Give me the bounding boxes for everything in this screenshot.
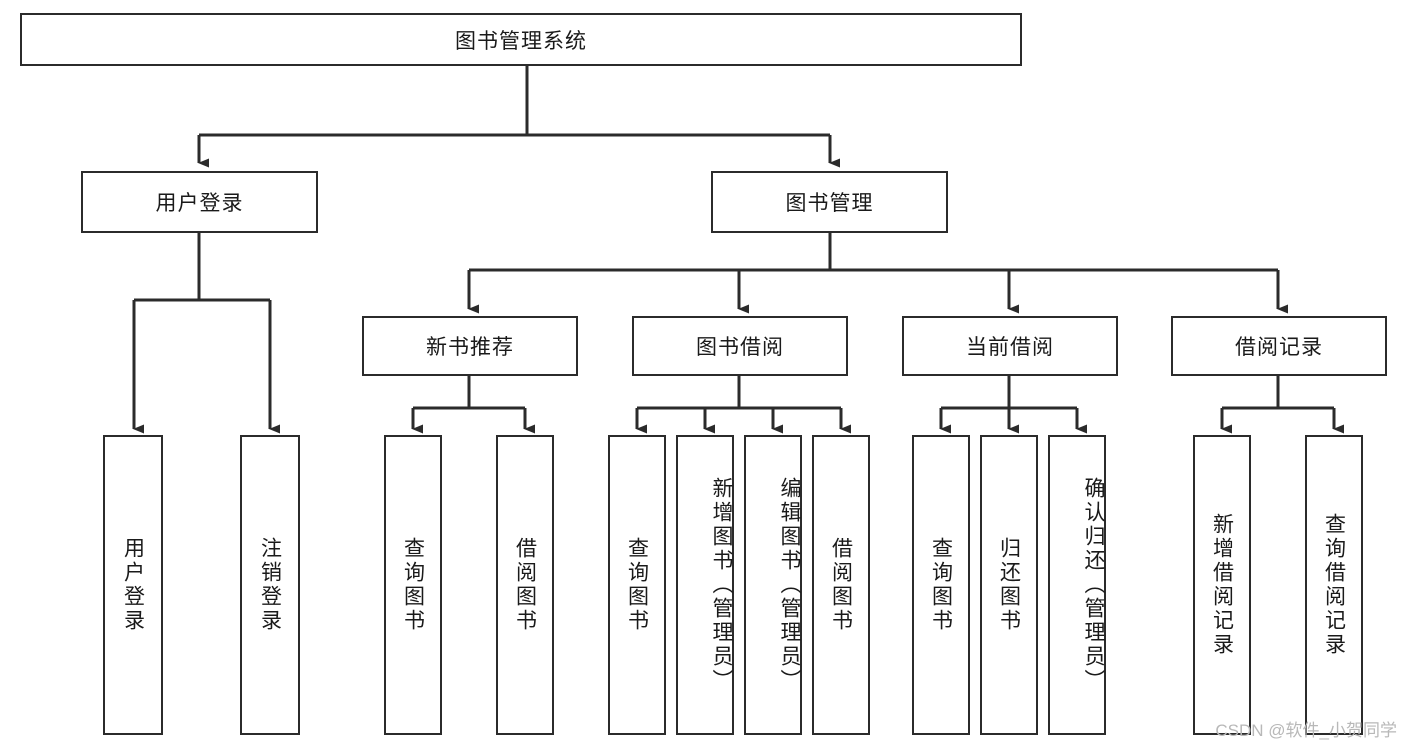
leaf-borrow-borrow-books[interactable]: 借阅图书 [812, 435, 870, 735]
node-book-borrow[interactable]: 图书借阅 [632, 316, 848, 376]
leaf-newbook-borrow-books[interactable]: 借阅图书 [496, 435, 554, 735]
leaf-current-confirm-return-admin[interactable]: 确认归还（管理员） [1048, 435, 1106, 735]
leaf-records-query-record[interactable]: 查询借阅记录 [1305, 435, 1363, 735]
leaf-user-login[interactable]: 用户登录 [103, 435, 163, 735]
leaf-logout[interactable]: 注销登录 [240, 435, 300, 735]
leaf-borrow-edit-book-admin[interactable]: 编辑图书（管理员） [744, 435, 802, 735]
leaf-borrow-add-book-admin[interactable]: 新增图书（管理员） [676, 435, 734, 735]
node-user-login[interactable]: 用户登录 [81, 171, 318, 233]
leaf-records-add-record[interactable]: 新增借阅记录 [1193, 435, 1251, 735]
node-root-system[interactable]: 图书管理系统 [20, 13, 1022, 66]
node-book-management[interactable]: 图书管理 [711, 171, 948, 233]
node-new-book-recommend[interactable]: 新书推荐 [362, 316, 578, 376]
leaf-borrow-query-books[interactable]: 查询图书 [608, 435, 666, 735]
leaf-current-query-books[interactable]: 查询图书 [912, 435, 970, 735]
leaf-current-return-books[interactable]: 归还图书 [980, 435, 1038, 735]
node-current-borrow[interactable]: 当前借阅 [902, 316, 1118, 376]
node-borrow-records[interactable]: 借阅记录 [1171, 316, 1387, 376]
leaf-newbook-query-books[interactable]: 查询图书 [384, 435, 442, 735]
watermark-label: CSDN @软件_小贺同学 [1215, 721, 1397, 740]
